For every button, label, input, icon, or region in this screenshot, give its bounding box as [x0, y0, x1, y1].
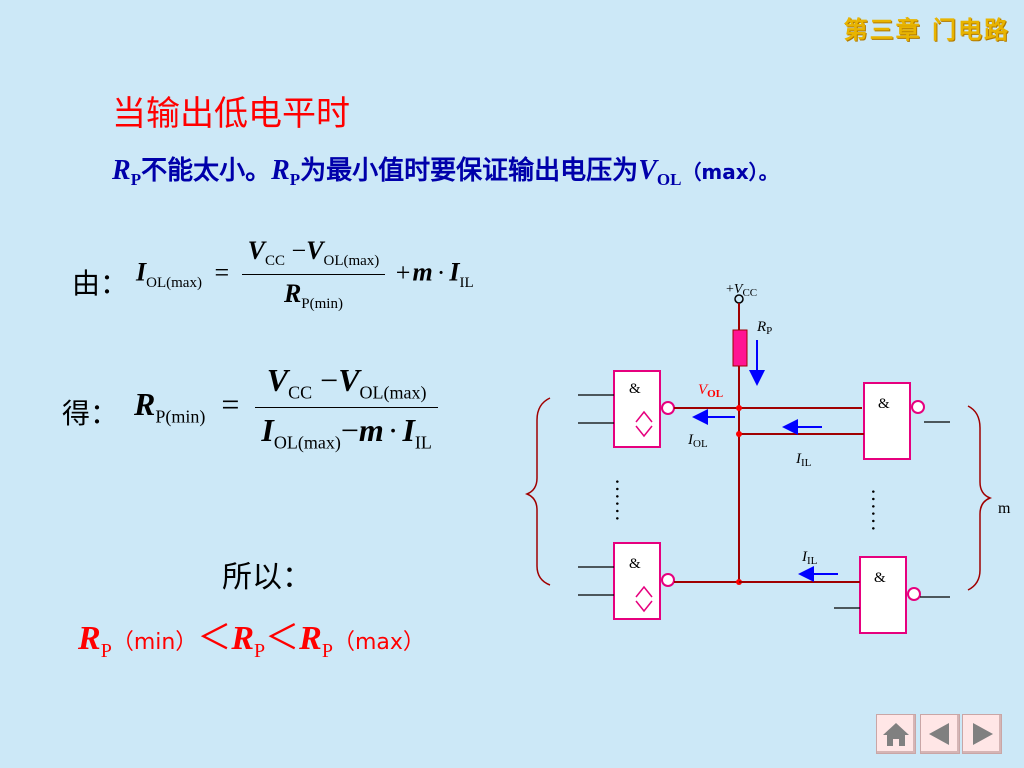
iil-label-2: IIL [801, 549, 818, 567]
triangle-left-icon [929, 723, 949, 745]
eq1-denominator: RP(min) [242, 275, 386, 313]
eq2-vol-sub: OL(max) [359, 382, 427, 403]
eq1-equals: = [214, 257, 230, 287]
rp-label: RP [756, 319, 772, 337]
eq1-iil-sub: IL [459, 274, 474, 291]
iol-label: IOL [687, 432, 708, 450]
eq1-vcc: V [247, 236, 265, 265]
equation-2: RP(min) = VCC −VOL(max) IOL(max)−m·IIL [134, 362, 438, 454]
eq2-lhs: R [134, 386, 156, 423]
eq1-minus: − [291, 236, 307, 265]
next-button[interactable] [962, 714, 1002, 754]
eq1-dot: · [436, 257, 446, 287]
vol-subscript: OL [656, 170, 682, 190]
circuit-diagram: +VCC RP VOL & IOL & …… & IIL & IIL …… m [524, 282, 1011, 634]
driver-gate-1-symbol: & [629, 381, 641, 397]
load-gate-2-symbol: & [874, 570, 886, 586]
triangle-right-icon [973, 723, 993, 745]
result-rp: R [231, 620, 254, 657]
chapter-title: 第三章 门电路 [843, 16, 1010, 44]
note-text-2: 为最小值时要保证输出电压为 [300, 156, 639, 186]
eq2-iil: I [402, 412, 415, 449]
eq1-m: m [412, 257, 433, 287]
result-lt-1: ＜ [197, 620, 232, 657]
vol-label: VOL [698, 382, 723, 400]
result-min-tag: （min） [111, 630, 198, 655]
note-text-1: 不能太小。 [141, 156, 272, 186]
rp-subscript-2: P [289, 170, 301, 190]
home-button[interactable] [876, 714, 916, 754]
home-icon [883, 723, 909, 746]
rp-subscript: P [130, 170, 142, 190]
rp-resistor [732, 329, 748, 367]
driver-gate-2 [613, 542, 661, 620]
eq1-plus: + [395, 257, 411, 287]
eq2-vcc: V [266, 362, 289, 398]
eq2-dot: · [387, 412, 399, 449]
result-rp-max: R [299, 620, 322, 657]
note-tail: （max）。 [681, 160, 779, 184]
eq2-minus: − [320, 362, 339, 398]
driver-gate-1 [613, 370, 661, 448]
eq1-numerator: VCC −VOL(max) [241, 236, 386, 276]
eq2-label: 得： [62, 397, 119, 430]
eq1-lhs-sub: OL(max) [146, 274, 202, 291]
eq2-iol-sub: OL(max) [273, 432, 341, 453]
driver-brace [524, 397, 551, 586]
rp-range-result: RP（min）＜RP＜RP（max） [78, 610, 425, 663]
result-lt-2: ＜ [265, 620, 300, 657]
equation-1: IOL(max) = VCC −VOL(max) RP(min) +m·IIL [136, 236, 474, 313]
load-brace [967, 405, 993, 591]
driver-gate-2-symbol: & [629, 556, 641, 572]
eq1-vcc-sub: CC [264, 253, 285, 270]
eq1-lhs: I [136, 257, 147, 287]
eq1-vol: V [306, 236, 324, 265]
eq2-numerator: VCC −VOL(max) [255, 362, 438, 409]
eq2-fraction: VCC −VOL(max) IOL(max)−m·IIL [255, 362, 438, 454]
previous-button[interactable] [920, 714, 960, 754]
load-ellipsis: …… [867, 488, 892, 532]
result-rp-min: R [78, 620, 101, 657]
m-label: m [998, 500, 1011, 517]
eq2-equals: = [221, 386, 240, 423]
result-rp-max-sub: P [321, 639, 333, 662]
vol-symbol: V [638, 155, 657, 186]
result-rp-sub: P [254, 639, 266, 662]
eq2-m: m [358, 412, 384, 449]
driver-ellipsis: …… [611, 478, 636, 522]
eq2-iil-sub: IL [414, 432, 432, 453]
rp-symbol: R [112, 155, 131, 186]
iil-label-1: IIL [795, 451, 812, 469]
condition-note: RP不能太小。RP为最小值时要保证输出电压为VOL（max）。 [112, 150, 779, 190]
eq2-iol: I [261, 412, 274, 449]
result-rp-min-sub: P [100, 639, 112, 662]
vcc-label: +VCC [726, 282, 757, 299]
result-max-tag: （max） [332, 630, 425, 655]
load-gate-1 [863, 382, 911, 460]
eq1-label: 由： [72, 267, 129, 300]
eq2-denominator: IOL(max)−m·IIL [255, 408, 437, 453]
eq2-den-minus: − [340, 412, 359, 449]
eq1-iil: I [449, 257, 460, 287]
rp-symbol-2: R [271, 155, 290, 186]
load-gate-2 [859, 556, 907, 634]
conclusion-label: 所以： [222, 560, 312, 595]
load-gate-1-symbol: & [878, 396, 890, 412]
eq1-rp: R [283, 279, 302, 309]
eq1-rp-sub: P(min) [301, 296, 343, 313]
eq2-lhs-sub: P(min) [155, 406, 206, 427]
eq2-vol: V [338, 362, 360, 398]
eq1-vol-sub: OL(max) [323, 253, 380, 270]
section-heading: 当输出低电平时 [112, 94, 350, 134]
eq2-vcc-sub: CC [288, 382, 313, 403]
eq1-fraction: VCC −VOL(max) RP(min) [241, 236, 386, 313]
